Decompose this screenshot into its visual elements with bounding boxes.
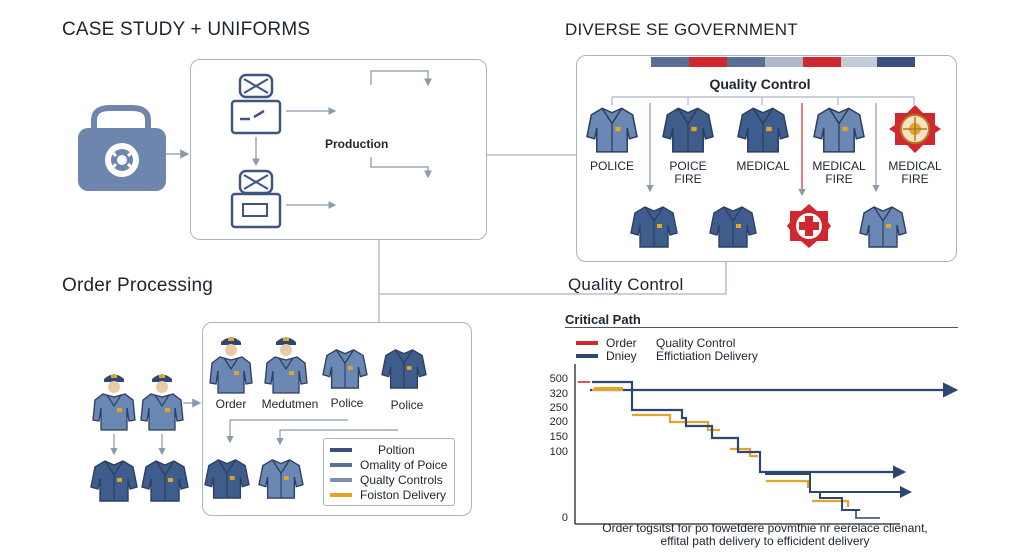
police-jacket-icon <box>586 107 638 153</box>
series-line-gold <box>812 499 850 507</box>
y-tick-label: 0 <box>561 512 568 524</box>
order-processing-title: Order Processing <box>62 275 214 296</box>
quality-color-bar <box>651 57 915 67</box>
series-line-delivery <box>592 380 907 479</box>
y-tick-label: 250 <box>549 402 568 414</box>
series-line-gold <box>766 479 810 488</box>
case-lock-icon <box>78 105 166 191</box>
y-tick-label: 150 <box>549 431 568 443</box>
quality-connectors <box>611 96 915 197</box>
order-legend-item: Omality of Poice <box>330 457 448 472</box>
legend-swatch <box>330 477 352 482</box>
order-left-arrows <box>110 434 166 456</box>
order-legend-item: Foiston Delivery <box>330 487 448 502</box>
legend-swatch <box>576 353 598 358</box>
series-line-delivery <box>850 509 880 519</box>
production-flow <box>230 70 432 229</box>
y-tick-label: 320 <box>549 388 568 400</box>
order-legend-item: Qualty Controls <box>330 472 448 487</box>
series-line-delivery <box>760 471 912 498</box>
chart-legend-item: Order Quality Control <box>576 336 796 350</box>
series-line-delivery <box>810 491 860 511</box>
jacket-icon <box>141 460 189 502</box>
machine-icon <box>230 73 282 135</box>
diverse-government-title: DIVERSE SE GOVERNMENT <box>565 20 798 39</box>
production-label: Production <box>325 137 389 151</box>
officer-icon <box>92 374 136 431</box>
officer-icon <box>264 337 308 394</box>
fire-badge-icon <box>889 105 941 153</box>
order-label-order: Order <box>215 397 247 411</box>
y-tick-label: 200 <box>549 416 568 428</box>
medical-jacket-icon <box>737 107 789 153</box>
chart-caption-line1: Order togsitst for po fowetdere povmthie… <box>602 521 928 535</box>
series-line-gold <box>592 387 623 391</box>
quality-label-medical: MEDICAL <box>736 159 790 173</box>
critical-path-rule <box>565 327 958 328</box>
jacket-icon <box>630 206 678 248</box>
case-study-title: CASE STUDY + UNIFORMS <box>62 19 311 40</box>
jacket-icon <box>859 206 907 248</box>
chart-legend-item: Dniey Effictiation Delivery <box>576 349 796 363</box>
order-label-police: Police <box>330 396 364 410</box>
jacket-icon <box>709 206 757 248</box>
order-label-police-2: Police <box>390 398 424 412</box>
jacket-icon <box>90 460 138 502</box>
quality-control-mid-title: Quality Control <box>568 275 684 294</box>
y-tick-label: 100 <box>549 446 568 458</box>
series-line-gold <box>632 413 720 432</box>
jacket-icon <box>322 349 368 389</box>
machine-icon <box>230 169 282 229</box>
critical-path-title: Critical Path <box>565 312 641 327</box>
medical-fire-jacket-icon <box>813 107 865 153</box>
quality-label-police: POLICE <box>589 159 634 173</box>
jacket-icon <box>204 459 250 499</box>
officer-icon <box>140 374 184 431</box>
legend-swatch <box>330 492 352 497</box>
critical-path-plot <box>574 364 959 525</box>
legend-swatch <box>330 447 352 452</box>
order-legend-box: Poltion Omality of Poice Qualty Controls… <box>323 438 455 506</box>
legend-swatch <box>576 340 598 345</box>
order-label-medutmen: Medutmen <box>261 397 319 411</box>
fire-jacket-icon <box>662 107 714 153</box>
y-tick-label: 500 <box>549 373 568 385</box>
order-box-arrows <box>226 419 398 446</box>
order-legend-item: Poltion <box>330 442 448 457</box>
legend-swatch <box>330 462 352 467</box>
chart-caption-line2: effital path delivery to efficident deli… <box>660 534 870 548</box>
jacket-icon <box>381 349 427 389</box>
jacket-icon <box>258 459 304 499</box>
officer-icon <box>209 337 253 394</box>
chart-legend: Order Quality Control Dniey Effictiation… <box>576 336 796 363</box>
quality-control-heading: Quality Control <box>709 76 811 92</box>
red-cross-icon <box>787 204 831 248</box>
